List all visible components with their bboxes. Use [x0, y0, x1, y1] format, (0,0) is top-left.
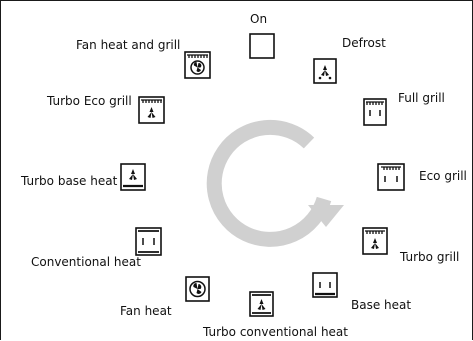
- fan-heat-icon: [185, 276, 210, 302]
- fan-heat-and-grill-icon: [184, 51, 211, 79]
- on-label: On: [250, 12, 268, 26]
- turbo-base-heat-icon: [120, 163, 146, 191]
- turbo-eco-grill-label: Turbo Eco grill: [47, 94, 132, 108]
- turbo-grill-label: Turbo grill: [400, 250, 460, 264]
- turbo-conventional-heat-label: Turbo conventional heat: [203, 325, 348, 339]
- defrost-label: Defrost: [342, 36, 386, 50]
- defrost-icon: [313, 58, 337, 84]
- eco-grill-icon: [377, 163, 405, 191]
- full-grill-icon: [363, 98, 387, 126]
- turbo-eco-grill-icon: [138, 96, 165, 124]
- base-heat-icon: [312, 272, 338, 298]
- fan-heat-and-grill-label: Fan heat and grill: [76, 38, 181, 52]
- full-grill-label: Full grill: [398, 91, 445, 105]
- turbo-grill-icon: [362, 227, 388, 255]
- conventional-heat-label: Conventional heat: [31, 255, 141, 269]
- turbo-base-heat-label: Turbo base heat: [21, 174, 118, 188]
- clockwise-arrow-icon: [206, 119, 344, 247]
- eco-grill-label: Eco grill: [419, 169, 467, 183]
- base-heat-label: Base heat: [351, 298, 412, 312]
- turbo-conventional-heat-icon: [249, 291, 274, 317]
- on-icon: [249, 33, 275, 59]
- fan-heat-label: Fan heat: [120, 304, 172, 318]
- conventional-heat-icon: [135, 227, 162, 256]
